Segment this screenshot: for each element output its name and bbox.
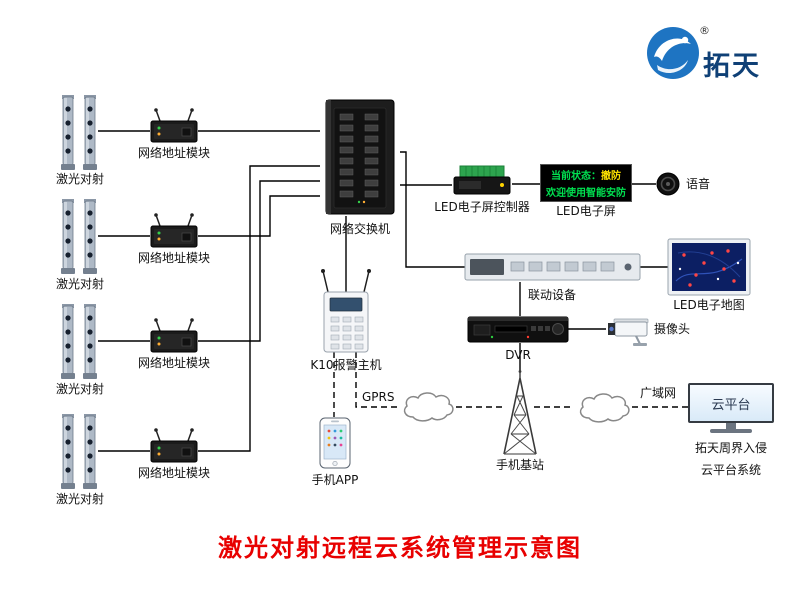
led-map-device <box>667 238 751 296</box>
dvr-label: DVR <box>505 348 531 362</box>
network-module-device-3 <box>150 317 198 353</box>
led-controller-device <box>453 165 511 195</box>
dashed-connection-lines <box>333 352 688 417</box>
linkage-label: 联动设备 <box>527 288 577 302</box>
laser-detector-pair-4 <box>60 413 98 490</box>
dvr-device <box>467 316 569 343</box>
led-status-value: 撤防 <box>601 171 621 182</box>
brand-name: 拓天 <box>703 51 761 82</box>
linkage-device <box>464 253 641 281</box>
k10-label: K10报警主机 <box>310 358 382 372</box>
network-module-4-label: 网络地址模块 <box>137 466 211 480</box>
brand-logo-icon <box>647 27 699 79</box>
cloud-platform-monitor: 云平台 <box>688 383 774 433</box>
platform-line2-label: 云平台系统 <box>700 463 762 477</box>
cloud-platform-label: 云平台 <box>711 397 751 413</box>
led-controller-label: LED电子屏控制器 <box>434 200 530 214</box>
laser-pair-3-label: 激光对射 <box>55 382 105 396</box>
gprs-label: GPRS <box>362 390 395 404</box>
laser-detector-pair-2 <box>60 198 98 275</box>
base-station-label: 手机基站 <box>495 458 545 472</box>
laser-pair-2-label: 激光对射 <box>55 277 105 291</box>
laser-detector-pair-1 <box>60 94 98 171</box>
network-module-2-label: 网络地址模块 <box>137 251 211 265</box>
laser-detector-pair-3 <box>60 303 98 380</box>
led-status-prefix: 当前状态： <box>551 171 601 182</box>
gprs-cloud-icon <box>403 392 454 422</box>
phone-app-label: 手机APP <box>311 473 359 487</box>
network-module-1-label: 网络地址模块 <box>137 146 211 160</box>
voice-label: 语音 <box>686 177 711 191</box>
phone-device <box>319 417 351 469</box>
speaker-icon <box>656 172 680 196</box>
platform-line1-label: 拓天周界入侵 <box>694 441 768 455</box>
led-welcome-text: 欢迎使用智能安防 <box>546 188 626 199</box>
monitor-base <box>710 429 752 433</box>
network-module-device-4 <box>150 427 198 463</box>
monitor-stand <box>726 423 736 429</box>
network-module-3-label: 网络地址模块 <box>137 356 211 370</box>
monitor-screen: 云平台 <box>688 383 774 423</box>
solid-connection-lines <box>98 130 668 452</box>
page-title: 激光对射远程云系统管理示意图 <box>218 534 582 562</box>
led-map-label: LED电子地图 <box>673 298 745 312</box>
network-module-device-2 <box>150 212 198 248</box>
registered-mark: ® <box>699 24 710 37</box>
led-screen-device: 当前状态：撤防 欢迎使用智能安防 <box>540 164 632 202</box>
camera-device <box>607 318 649 347</box>
laser-pair-4-label: 激光对射 <box>55 492 105 506</box>
network-module-device-1 <box>150 107 198 143</box>
led-screen-label: LED电子屏 <box>556 204 616 218</box>
camera-label: 摄像头 <box>654 322 691 336</box>
wan-label: 广域网 <box>640 386 677 400</box>
laser-pair-1-label: 激光对射 <box>55 172 105 186</box>
base-station-tower <box>503 369 537 455</box>
network-switch-label: 网络交换机 <box>329 222 391 236</box>
wan-cloud-icon <box>579 393 630 423</box>
network-switch-device <box>325 99 395 215</box>
